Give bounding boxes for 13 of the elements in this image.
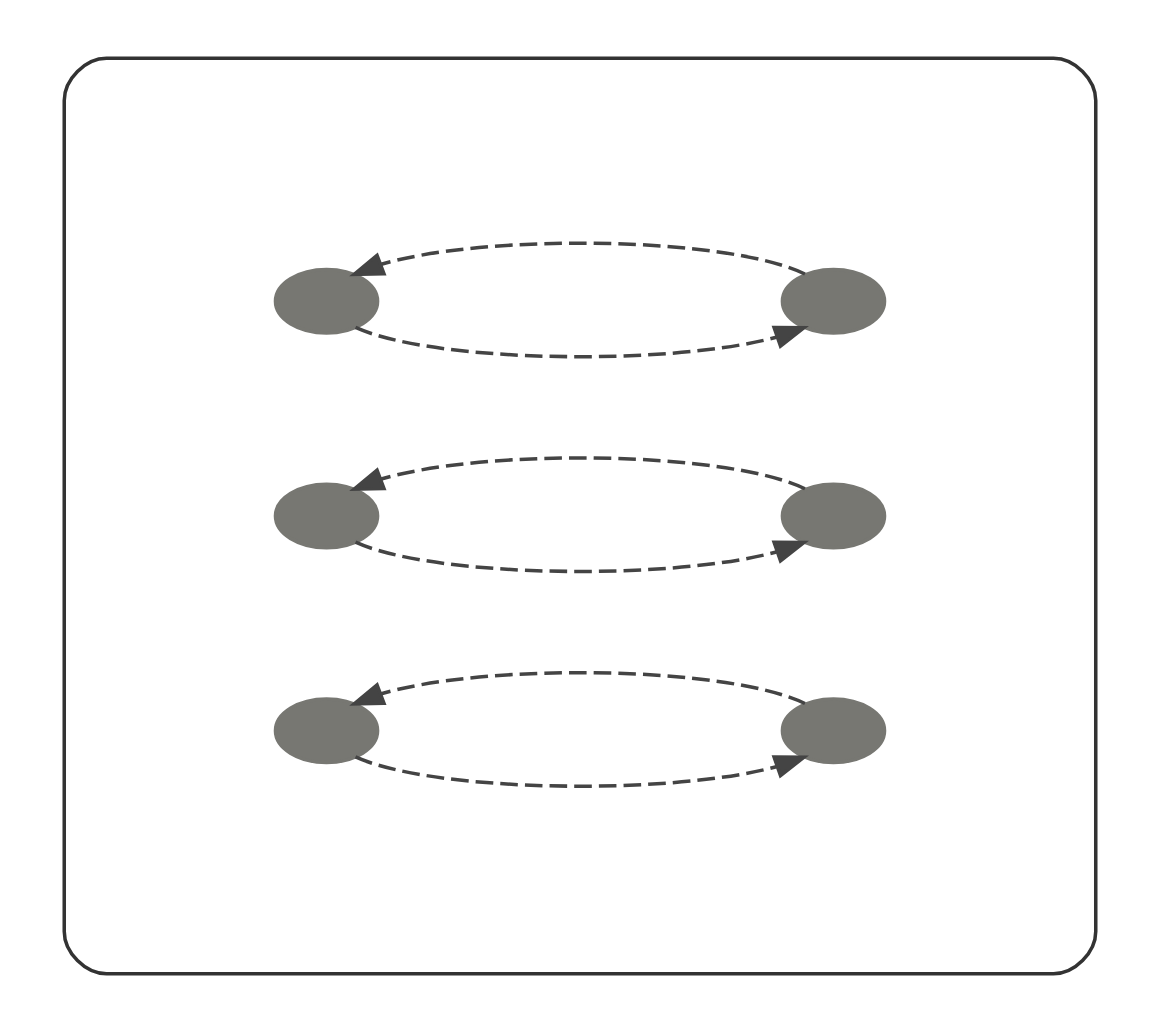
node-ellipse — [779, 267, 886, 335]
arrow — [348, 456, 805, 492]
arrow — [353, 325, 808, 359]
arrow — [353, 540, 808, 574]
node-ellipse — [272, 267, 379, 335]
cluster — [61, 56, 1097, 976]
arrow — [348, 671, 805, 706]
arrow — [353, 755, 808, 788]
node-ellipse — [272, 482, 379, 550]
node-ellipse — [779, 697, 886, 765]
arrow — [348, 241, 805, 277]
node-ellipse — [779, 482, 886, 550]
node-ellipse — [272, 697, 379, 765]
